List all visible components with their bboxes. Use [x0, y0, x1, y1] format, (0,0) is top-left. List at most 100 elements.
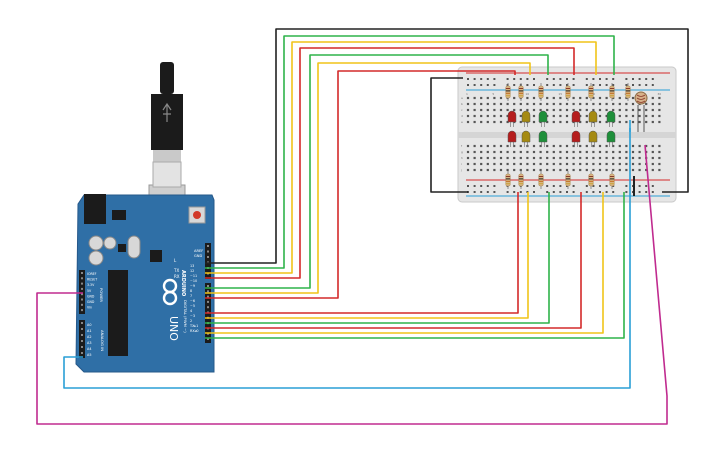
wire-yellow-2[interactable]	[205, 192, 604, 334]
rail-hole	[526, 185, 529, 187]
wire-yellow-8[interactable]	[205, 62, 531, 294]
digital-pin-label: 4	[190, 309, 192, 313]
breadboard-hole	[539, 150, 542, 154]
breadboard-hole	[532, 168, 536, 172]
breadboard-hole	[598, 108, 602, 112]
breadboard-hole	[658, 108, 661, 112]
breadboard-row-label: g	[461, 150, 463, 154]
breadboard-hole	[539, 108, 542, 112]
breadboard-hole	[539, 156, 542, 160]
breadboard-center-channel	[458, 132, 676, 138]
rail-hole	[480, 185, 483, 187]
breadboard-hole	[559, 102, 562, 106]
breadboard-hole	[592, 156, 595, 160]
rail-hole	[493, 191, 496, 193]
breadboard-hole	[631, 150, 635, 154]
wire-black-rail[interactable]	[430, 77, 468, 193]
breadboard-hole	[499, 144, 503, 148]
breadboard-hole	[526, 162, 529, 166]
resistors	[505, 83, 631, 189]
breadboard-hole	[612, 102, 615, 106]
breadboard-hole	[466, 114, 470, 118]
breadboard-hole	[645, 120, 648, 124]
wire-green-1[interactable]	[205, 192, 625, 339]
rail-hole	[552, 191, 555, 193]
wire-red-10[interactable]	[205, 47, 575, 279]
wire-red-3[interactable]	[205, 192, 582, 329]
breadboard-row-label: h	[461, 156, 463, 160]
rail-hole	[493, 84, 496, 86]
breadboard-row-label: e	[461, 120, 463, 124]
wire-red-7[interactable]	[205, 70, 516, 299]
analog-pin-label: A1	[87, 329, 91, 333]
header-pin	[207, 300, 209, 303]
header-pin	[81, 346, 83, 348]
rail-hole	[513, 78, 516, 80]
wire-magenta-5v[interactable]	[36, 144, 668, 425]
breadboard-hole	[658, 96, 661, 100]
breadboard-hole	[513, 150, 516, 154]
analog-header	[79, 320, 85, 358]
wire-green-12[interactable]	[205, 35, 615, 269]
wire-black-gnd[interactable]	[205, 28, 689, 264]
breadboard-hole	[493, 108, 496, 112]
resistor	[565, 83, 571, 101]
wire-red-6[interactable]	[205, 192, 519, 314]
breadboard-hole	[486, 168, 489, 172]
rail-hole	[638, 78, 641, 80]
breadboard-hole	[572, 156, 575, 160]
breadboard-hole	[539, 144, 542, 148]
rail-hole	[651, 84, 654, 86]
rail-hole	[605, 84, 608, 86]
rail-hole	[526, 84, 529, 86]
photoresistor-head	[634, 91, 648, 105]
breadboard-hole	[552, 150, 555, 154]
rail-hole	[559, 78, 562, 80]
breadboard-hole	[493, 150, 496, 154]
header-pin	[207, 306, 209, 309]
breadboard-hole	[532, 162, 536, 166]
crystal-oscillator	[127, 235, 141, 259]
digital-pin-label: ~3	[190, 314, 195, 318]
breadboard-hole	[579, 162, 582, 166]
breadboard-row-label: a	[461, 96, 463, 100]
breadboard-hole	[486, 156, 489, 160]
breadboard-hole	[598, 150, 602, 154]
rail-hole	[513, 84, 516, 86]
breadboard-hole	[526, 108, 529, 112]
rail-hole	[533, 78, 535, 80]
led-red	[571, 130, 581, 147]
breadboard-hole	[625, 120, 628, 124]
breadboard-hole	[592, 144, 595, 148]
breadboard-hole	[645, 144, 648, 148]
wire-yellow-5[interactable]	[205, 192, 529, 319]
rail-hole	[513, 185, 516, 187]
rail-hole	[467, 78, 469, 80]
breadboard-hole	[546, 96, 549, 100]
breadboard-hole	[651, 150, 654, 154]
wire-green-9[interactable]	[205, 54, 549, 289]
breadboard-hole	[493, 102, 496, 106]
rail-hole	[585, 78, 588, 80]
wire-yellow-11[interactable]	[205, 41, 597, 274]
breadboard-hole	[499, 162, 503, 166]
power-jack	[84, 194, 106, 224]
led-yellow	[588, 130, 598, 147]
breadboard-hole	[546, 108, 549, 112]
aref-label: AREF	[194, 249, 203, 253]
wire-green-4[interactable]	[205, 192, 550, 324]
reset-button-cap[interactable]	[193, 211, 201, 219]
breadboard-row-label: c	[461, 108, 463, 112]
led-yellow	[588, 110, 598, 127]
breadboard-hole	[486, 162, 489, 166]
breadboard-hole	[546, 156, 549, 160]
rail-hole	[645, 185, 648, 187]
breadboard-hole	[466, 120, 470, 124]
breadboard-hole	[526, 150, 529, 154]
breadboard-hole	[618, 156, 621, 160]
wire-blue-a5[interactable]	[63, 128, 631, 389]
breadboard-hole	[480, 144, 483, 148]
